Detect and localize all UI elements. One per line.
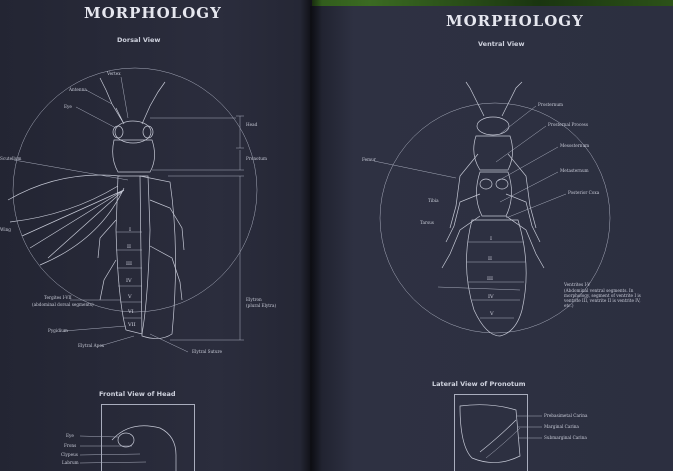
left-page: MORPHOLOGY Dorsal View [0, 0, 312, 471]
label-eye: Eye [64, 104, 72, 109]
tergite-2: II [127, 244, 131, 250]
ventral-view-illustration [373, 81, 611, 337]
label-tergites-note: (abdominal dorsal segments) [32, 302, 94, 307]
ventrite-4: IV [488, 294, 494, 300]
right-page-title: MORPHOLOGY [446, 12, 584, 30]
head-label-labrum: Labrum [62, 460, 79, 465]
label-elytron: Elytron [246, 297, 262, 302]
ventrite-2: II [488, 256, 492, 262]
dorsal-view-illustration [7, 67, 258, 353]
label-vertex: Vertex [107, 71, 121, 76]
pronotum-label-submarginal: Submarginal Carina [544, 435, 587, 440]
lateral-pronotum-title: Lateral View of Pronotum [432, 380, 526, 388]
head-label-frons: Frons [64, 443, 77, 448]
label-mesosternum: Mesosternum [560, 143, 590, 148]
label-head: Head [246, 122, 258, 127]
tergite-1: I [129, 227, 131, 233]
tergite-6: VI [128, 309, 134, 315]
left-page-title: MORPHOLOGY [84, 4, 222, 22]
tergite-7: VII [128, 322, 136, 328]
lateral-pronotum-panel [454, 394, 528, 471]
label-antenna: Antenna [69, 87, 87, 92]
label-elytral-suture: Elytral Suture [192, 349, 223, 354]
label-femur: Femur [362, 157, 376, 162]
book-gutter [300, 0, 322, 471]
ventrite-5: V [490, 311, 494, 317]
tergite-5: V [128, 294, 132, 300]
label-prosternum: Prosternum [538, 102, 564, 107]
ventrite-3: III [487, 276, 493, 282]
tergite-3: III [126, 261, 132, 267]
label-metasternum: Metasternum [560, 168, 589, 173]
label-pygidium: Pygidium [48, 328, 68, 333]
label-scutellum: Scutellum [0, 156, 22, 161]
tergite-4: IV [126, 278, 132, 284]
label-wing: Wing [0, 227, 11, 232]
label-pronotum: Pronotum [246, 156, 267, 161]
label-prosternal-process: Prosternal Process [548, 122, 588, 127]
label-tarsus: Tarsus [420, 220, 434, 225]
label-posterior-coxa: Posterior Coxa [568, 190, 600, 195]
frontal-head-illustration [79, 425, 177, 471]
label-tibia: Tibia [428, 198, 439, 203]
label-ventrites: Ventrites I-V [564, 282, 591, 287]
ventral-view-title: Ventral View [478, 40, 525, 48]
pronotum-label-marginal: Marginal Carina [544, 424, 579, 429]
lateral-pronotum-illustration [459, 404, 542, 463]
dorsal-view-title: Dorsal View [117, 36, 161, 44]
frontal-head-panel [101, 404, 195, 471]
pronotum-label-prebasimetal: Prebasimetal Carina [544, 413, 588, 418]
label-elytron-note: (plural Elytra) [246, 303, 277, 308]
frontal-head-title: Frontal View of Head [99, 390, 176, 398]
ventrite-1: I [490, 236, 492, 242]
right-page: MORPHOLOGY Ventral View [310, 6, 673, 471]
label-elytral-apex: Elytral Apex [78, 343, 105, 348]
label-tergites: Tergites I-VII [44, 295, 72, 300]
head-label-clypeus: Clypeus [61, 452, 78, 457]
label-ventrites-note: (Abdominal ventral segments. In morpholo… [564, 288, 641, 308]
head-label-eye: Eye [66, 433, 74, 438]
